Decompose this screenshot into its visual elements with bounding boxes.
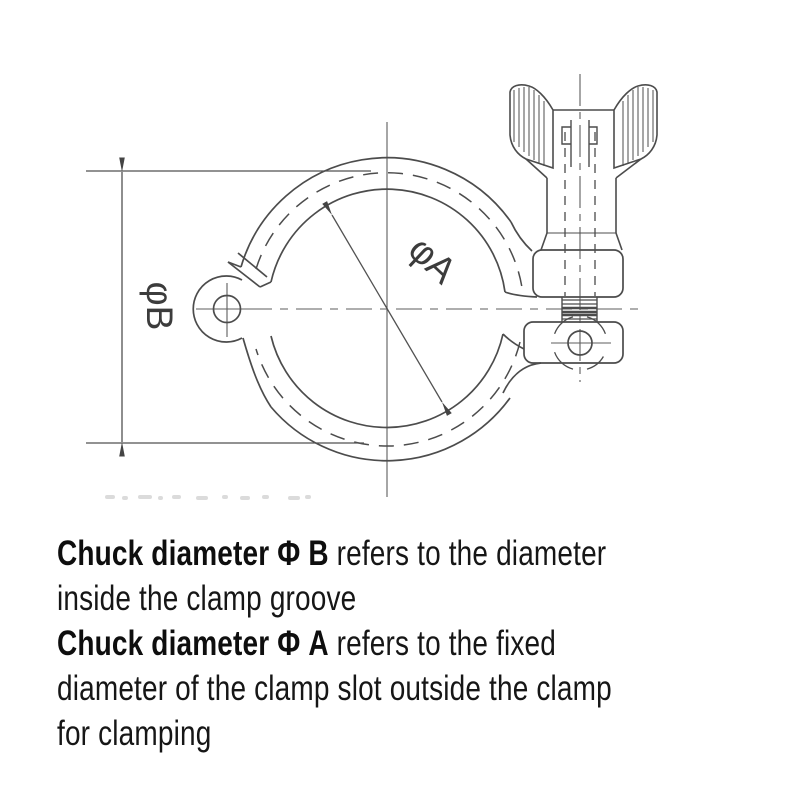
caption-regular: refers to the diameter xyxy=(328,534,607,573)
dim-label-phi-b: φB xyxy=(139,282,180,331)
wing-nut xyxy=(509,84,658,179)
dimension-phi-b-group xyxy=(86,157,371,457)
caption-line-3: Chuck diameter Φ A refers to the fixed xyxy=(57,621,785,666)
wing-nut-shoulder-right xyxy=(615,158,642,179)
wing-nut-slot xyxy=(561,120,598,167)
clamp-band xyxy=(240,156,524,462)
band-top-lug-connector xyxy=(510,221,533,252)
hidden-thread-lines xyxy=(564,132,596,296)
caption-line-2: inside the clamp groove xyxy=(57,576,785,621)
top-lug xyxy=(532,249,624,298)
inner-circle-bottom-arc xyxy=(270,333,504,429)
wing-right-hatching xyxy=(622,87,654,166)
wing-nut-shoulder-left xyxy=(525,158,548,179)
band-inner-upper-connector xyxy=(504,291,538,298)
lug-pin-ring-arcs xyxy=(553,316,607,370)
hinge-assembly xyxy=(192,252,272,408)
wing-left-hatching xyxy=(513,87,545,166)
hinge-pin-hole xyxy=(212,294,242,324)
thread-section xyxy=(561,297,598,322)
caption-bold-phi-a: Chuck diameter Φ A xyxy=(57,624,329,663)
wing-right-outline xyxy=(613,84,658,170)
caption-text: Chuck diameter Φ B refers to the diamete… xyxy=(57,531,785,756)
caption-bold-phi-b: Chuck diameter Φ B xyxy=(57,534,329,573)
shank-flare-left xyxy=(540,232,548,251)
groove-dashed-circle-top xyxy=(255,172,524,296)
hinge-cut-lip xyxy=(237,252,268,278)
band-bottom-lug-sweep xyxy=(502,362,542,394)
hinge-inner-connector xyxy=(259,281,272,288)
bottom-lug xyxy=(523,321,624,364)
caption-regular: refers to the fixed xyxy=(328,624,557,663)
inner-circle-top-arc xyxy=(270,188,506,293)
groove-dashed-circle-bottom xyxy=(255,341,521,447)
erased-watermark-smudges xyxy=(105,495,311,500)
dim-label-phi-a: φA xyxy=(401,228,465,291)
hinge-lower-band-edge xyxy=(242,337,272,408)
hinge-boss-arc xyxy=(192,275,243,343)
shank-flare-right xyxy=(615,232,623,251)
caption-regular: inside the clamp groove xyxy=(57,579,357,618)
outer-circle-top-arc xyxy=(240,156,512,268)
caption-line-4: diameter of the clamp slot outside the c… xyxy=(57,666,785,711)
dimension-phi-a-group xyxy=(322,201,452,416)
band-inner-lower-connector xyxy=(502,333,525,350)
hinge-cut-face xyxy=(227,261,261,288)
bolt-shank xyxy=(540,132,623,296)
caption-regular: for clamping xyxy=(57,714,212,753)
clamp-technical-drawing: φB φA xyxy=(86,74,658,500)
dim-line-phi-a xyxy=(322,201,452,416)
caption-line-1: Chuck diameter Φ B refers to the diamete… xyxy=(57,531,785,576)
lug-pin-hole xyxy=(567,330,593,356)
outer-circle-bottom-arc xyxy=(270,397,511,462)
clamp-drawing-svg: φB φA xyxy=(86,74,658,500)
wing-left-outline xyxy=(509,84,554,170)
caption-regular: diameter of the clamp slot outside the c… xyxy=(57,669,612,708)
lug-assembly xyxy=(502,221,624,394)
caption-line-5: for clamping xyxy=(57,711,785,756)
